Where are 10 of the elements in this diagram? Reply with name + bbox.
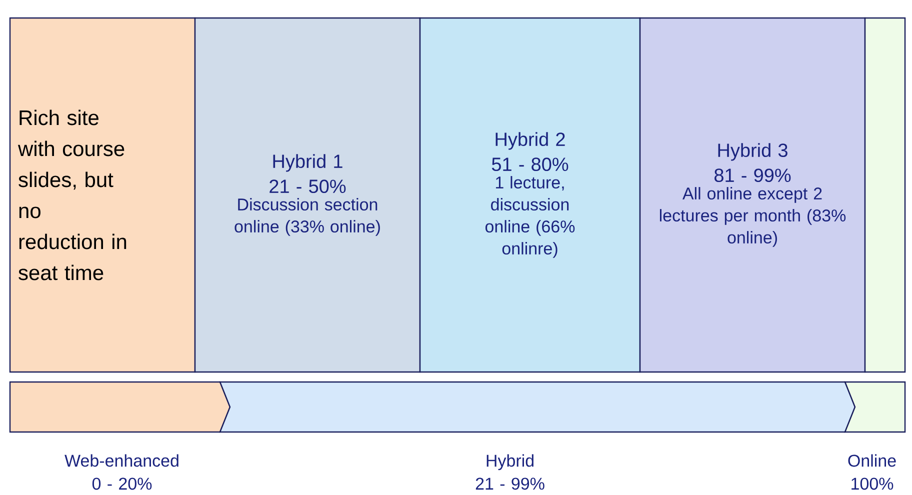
text-box: Hybrid 1 21 - 50% Discussion section online (33% online) (194, 17, 421, 373)
node-label: Hybrid 21 - 99% (476, 454, 544, 490)
text-box: Hybrid 3 81 - 99% All online except 2 lectures per month (83% online) (639, 17, 866, 373)
band-segment: Online 100% (844, 381, 906, 490)
node-label: Web-enhanced 0 - 20% (64, 454, 178, 490)
text-box: Rich site with course slides, but no reduction in seat time (9, 17, 196, 373)
band-segment: Web-enhanced 0 - 20% (9, 381, 231, 490)
text-box: Hybrid 2 51 - 80% 1 lecture, discussion online (66% onlinre) (419, 17, 641, 373)
empty-box (864, 17, 906, 373)
node-label: Online 100% (848, 454, 896, 490)
